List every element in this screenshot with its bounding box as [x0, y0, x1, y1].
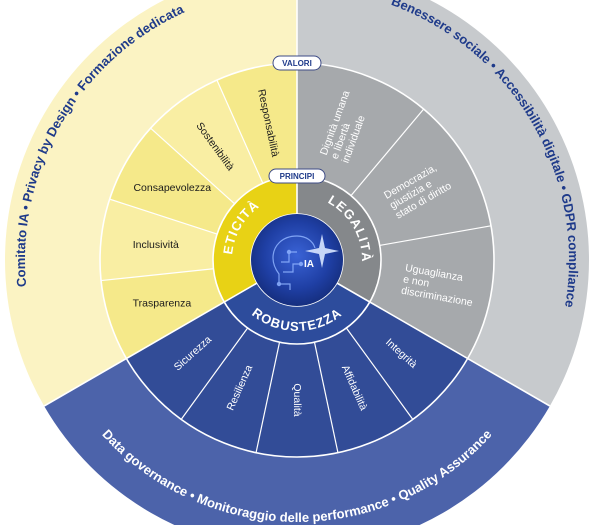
value-segment-robustezza [346, 302, 468, 420]
divider [109, 198, 218, 235]
value-segment-robustezza [181, 327, 280, 453]
valori-pill: VALORI [272, 55, 322, 71]
pillar-legalita [297, 176, 382, 302]
value-segment-etica [109, 128, 235, 235]
value-segment-etica [150, 80, 263, 204]
value-segment-etica [101, 268, 225, 359]
outer-ring [5, 0, 589, 530]
divider [255, 342, 281, 453]
divider [216, 79, 264, 184]
value-label-inclusivita: Inclusività [133, 239, 179, 251]
pillar-robustezza [224, 283, 370, 345]
value-label-trasparenza: Trasparenza [133, 298, 192, 310]
divider [43, 282, 258, 407]
divider [313, 342, 339, 453]
outer-segment-legalita [297, 0, 589, 406]
divider [101, 268, 214, 282]
value-label-qualita: Qualità [291, 383, 303, 416]
pillars-ring [212, 176, 382, 345]
value-segment-robustezza [314, 327, 413, 453]
divider [350, 108, 425, 197]
divider [336, 282, 551, 407]
divider [345, 327, 414, 420]
principi-pill: PRINCIPI [268, 168, 326, 184]
principi-pill-text: PRINCIPI [280, 172, 315, 181]
ai-head-icon [272, 235, 316, 290]
value-segment-legalita [297, 63, 424, 196]
value-segment-etica [216, 63, 297, 184]
ia-core-label: IA [304, 259, 314, 270]
value-segment-legalita [369, 225, 495, 359]
valori-pill-text: VALORI [282, 59, 312, 68]
ia-core: IA [251, 214, 343, 306]
values-ring [100, 63, 495, 458]
outer-segment-etica [5, 0, 297, 406]
divider [180, 327, 249, 420]
value-label-uguaglianza-line: e non [402, 273, 430, 289]
outer-segment-robustezza [44, 358, 550, 530]
value-segment-robustezza [256, 342, 338, 458]
sparkle-icon [305, 234, 339, 268]
pillar-etica [212, 176, 297, 302]
divider [150, 127, 235, 205]
value-label-consapevolezza: Consapevolezza [133, 182, 211, 194]
divider [379, 225, 492, 247]
value-segment-legalita [350, 109, 492, 246]
value-segment-robustezza [126, 302, 248, 420]
value-segment-etica [100, 199, 218, 281]
